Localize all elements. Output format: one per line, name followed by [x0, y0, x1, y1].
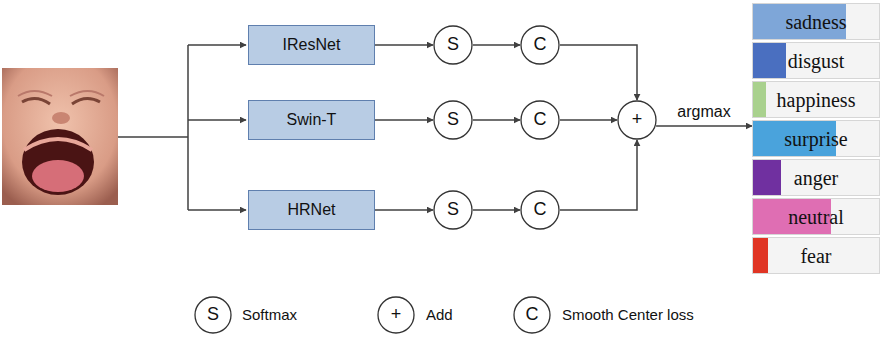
split-wire: [118, 136, 188, 138]
circle-outline: [434, 26, 472, 64]
open-mouth: [22, 129, 94, 195]
node-label: +: [391, 305, 402, 325]
node-label: anger: [794, 167, 838, 189]
connector-arrow: [473, 119, 520, 121]
circle-outline: [521, 101, 559, 139]
connector-arrow: [656, 125, 752, 127]
emotion-bar: sadness: [752, 3, 880, 40]
legend-symbol: S: [194, 296, 232, 334]
center-loss-circle: C: [520, 25, 560, 65]
connector-arrow: [375, 44, 433, 46]
node-label: surprise: [784, 128, 847, 150]
node-label: fear: [800, 245, 831, 267]
emotion-bar: surprise: [752, 120, 880, 157]
closed-eye: [72, 98, 100, 104]
node-label: C: [526, 305, 539, 325]
node-label: C: [534, 35, 547, 55]
node-label: C: [534, 200, 547, 220]
legend-text: Smooth Center loss: [562, 307, 694, 324]
add-circle: +: [617, 100, 657, 140]
connector-arrow: [375, 209, 433, 211]
softmax-circle: S: [433, 100, 473, 140]
score-fill: [753, 82, 766, 117]
network-box: IResNet: [248, 25, 375, 65]
legend-symbol: +: [377, 296, 415, 334]
circle-outline: [521, 26, 559, 64]
circle-outline: [378, 297, 414, 333]
emotion-bar: anger: [752, 159, 880, 196]
connector-arrow: [560, 140, 637, 210]
node-label: S: [447, 110, 459, 130]
closed-eye: [22, 98, 50, 104]
split-wire: [188, 119, 246, 121]
emotion-bar: disgust: [752, 42, 880, 79]
circle-outline: [521, 191, 559, 229]
split-wire: [187, 45, 189, 210]
edge-label: argmax: [675, 103, 732, 121]
circle-outline: [514, 297, 550, 333]
center-loss-circle: C: [520, 190, 560, 230]
node-label: +: [632, 110, 643, 130]
node-label: happiness: [777, 89, 856, 111]
score-fill: [753, 43, 786, 78]
tongue: [32, 160, 84, 192]
legend-symbol: C: [513, 296, 551, 334]
connector-arrow: [473, 209, 520, 211]
node-label: Swin-T: [287, 111, 337, 129]
network-box: HRNet: [248, 190, 375, 230]
split-wire: [188, 209, 246, 211]
center-loss-circle: C: [520, 100, 560, 140]
network-box: Swin-T: [248, 100, 375, 140]
baby-photo: [2, 68, 118, 205]
input-split-lines: [118, 45, 246, 210]
node-label: sadness: [785, 11, 846, 33]
legend-text: Add: [426, 307, 453, 324]
connector-arrow: [560, 45, 637, 100]
brow-wrinkle: [70, 91, 104, 96]
connector-arrow: [375, 119, 433, 121]
node-label: HRNet: [287, 201, 335, 219]
circle-outline: [434, 101, 472, 139]
connector-layer: [375, 45, 752, 210]
emotion-bar: happiness: [752, 81, 880, 118]
legend-text: Softmax: [242, 307, 297, 324]
node-label: S: [207, 305, 219, 325]
softmax-circle: S: [433, 190, 473, 230]
node-label: IResNet: [283, 36, 341, 54]
node-label: neutral: [788, 206, 844, 228]
node-label: disgust: [788, 50, 845, 72]
score-fill: [753, 238, 768, 273]
nose: [52, 112, 70, 124]
node-label: S: [447, 200, 459, 220]
node-label: S: [447, 35, 459, 55]
circle-outline: [195, 297, 231, 333]
brow-wrinkle: [18, 91, 52, 96]
upper-lip: [24, 139, 92, 150]
emotion-bar: neutral: [752, 198, 880, 235]
softmax-circle: S: [433, 25, 473, 65]
circle-outline: [618, 101, 656, 139]
connector-arrow: [473, 44, 520, 46]
connector-arrow: [560, 119, 617, 121]
emotion-bar: fear: [752, 237, 880, 274]
split-wire: [188, 44, 246, 46]
score-fill: [753, 160, 781, 195]
circle-outline: [434, 191, 472, 229]
photo-ground: [2, 68, 118, 205]
node-label: C: [534, 110, 547, 130]
